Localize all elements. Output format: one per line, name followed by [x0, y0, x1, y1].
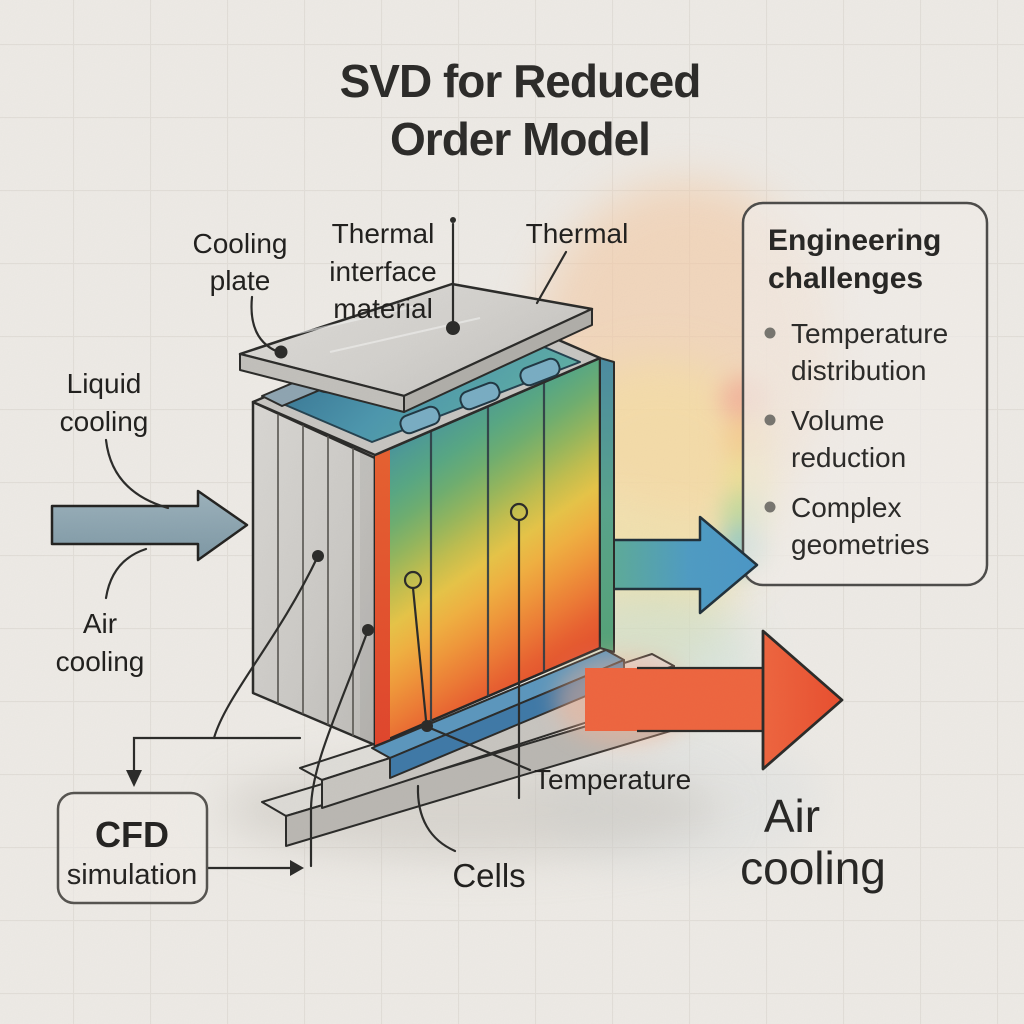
paper-grain [0, 0, 1024, 1024]
diagram-svg: Engineering challenges Temperature distr… [0, 0, 1024, 1024]
infographic-canvas: Engineering challenges Temperature distr… [0, 0, 1024, 1024]
